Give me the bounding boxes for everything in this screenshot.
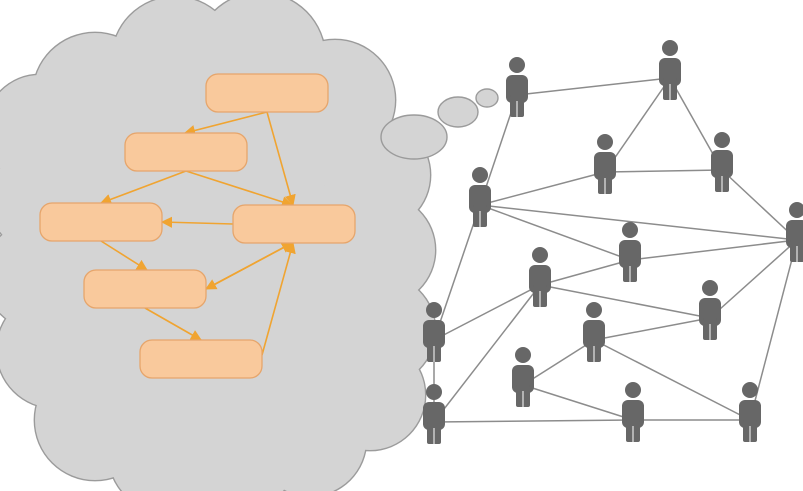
network-link	[479, 204, 631, 261]
thought-bubble	[437, 96, 479, 128]
network-link	[709, 239, 798, 319]
person-icon	[506, 57, 528, 117]
network-link	[539, 259, 631, 286]
network-link	[433, 284, 541, 341]
person-icon	[786, 202, 803, 262]
person-icon	[423, 302, 445, 362]
flow-node-n1	[205, 73, 329, 113]
flow-arrow	[266, 111, 296, 207]
flow-node-n6	[139, 339, 263, 379]
network-link	[593, 317, 711, 341]
thought-flow-edges	[99, 111, 296, 356]
flow-node-n2	[124, 132, 248, 172]
network-link	[522, 339, 595, 386]
person-icon	[711, 132, 733, 192]
network-link	[593, 339, 751, 421]
network-link	[604, 169, 723, 173]
network-link	[629, 239, 798, 261]
flow-node-n5	[83, 269, 207, 309]
flow-arrow	[99, 170, 187, 205]
network-link	[479, 171, 606, 206]
social-network-people	[423, 40, 803, 444]
flow-arrow	[261, 241, 296, 356]
person-icon	[469, 167, 491, 227]
flow-node-n3	[39, 202, 163, 242]
person-icon	[512, 347, 534, 407]
network-link	[433, 204, 481, 341]
network-link	[433, 419, 634, 423]
network-link	[479, 204, 798, 241]
person-icon	[699, 280, 721, 340]
network-link	[604, 77, 671, 173]
thought-bubble	[380, 114, 448, 160]
flow-arrow	[205, 242, 293, 290]
flow-arrow	[144, 307, 202, 341]
flow-node-n4	[232, 204, 356, 244]
person-icon	[619, 222, 641, 282]
thought-bubble	[475, 88, 499, 108]
social-network-links	[433, 77, 798, 423]
person-icon	[423, 384, 445, 444]
flow-arrow	[160, 216, 234, 228]
person-icon	[529, 247, 551, 307]
network-link	[522, 384, 634, 421]
person-icon	[594, 134, 616, 194]
person-icon	[739, 382, 761, 442]
flow-arrow	[185, 170, 294, 208]
network-link	[539, 284, 711, 319]
thought-bubbles	[380, 88, 499, 160]
person-icon	[622, 382, 644, 442]
network-link	[433, 284, 541, 423]
network-link	[516, 77, 671, 96]
person-icon	[659, 40, 681, 100]
person-icon	[583, 302, 605, 362]
cloud-lobe	[0, 75, 95, 185]
flow-arrow	[100, 240, 148, 271]
flow-arrow	[183, 111, 268, 136]
network-link	[721, 169, 798, 241]
thought-flow-nodes	[39, 73, 356, 379]
